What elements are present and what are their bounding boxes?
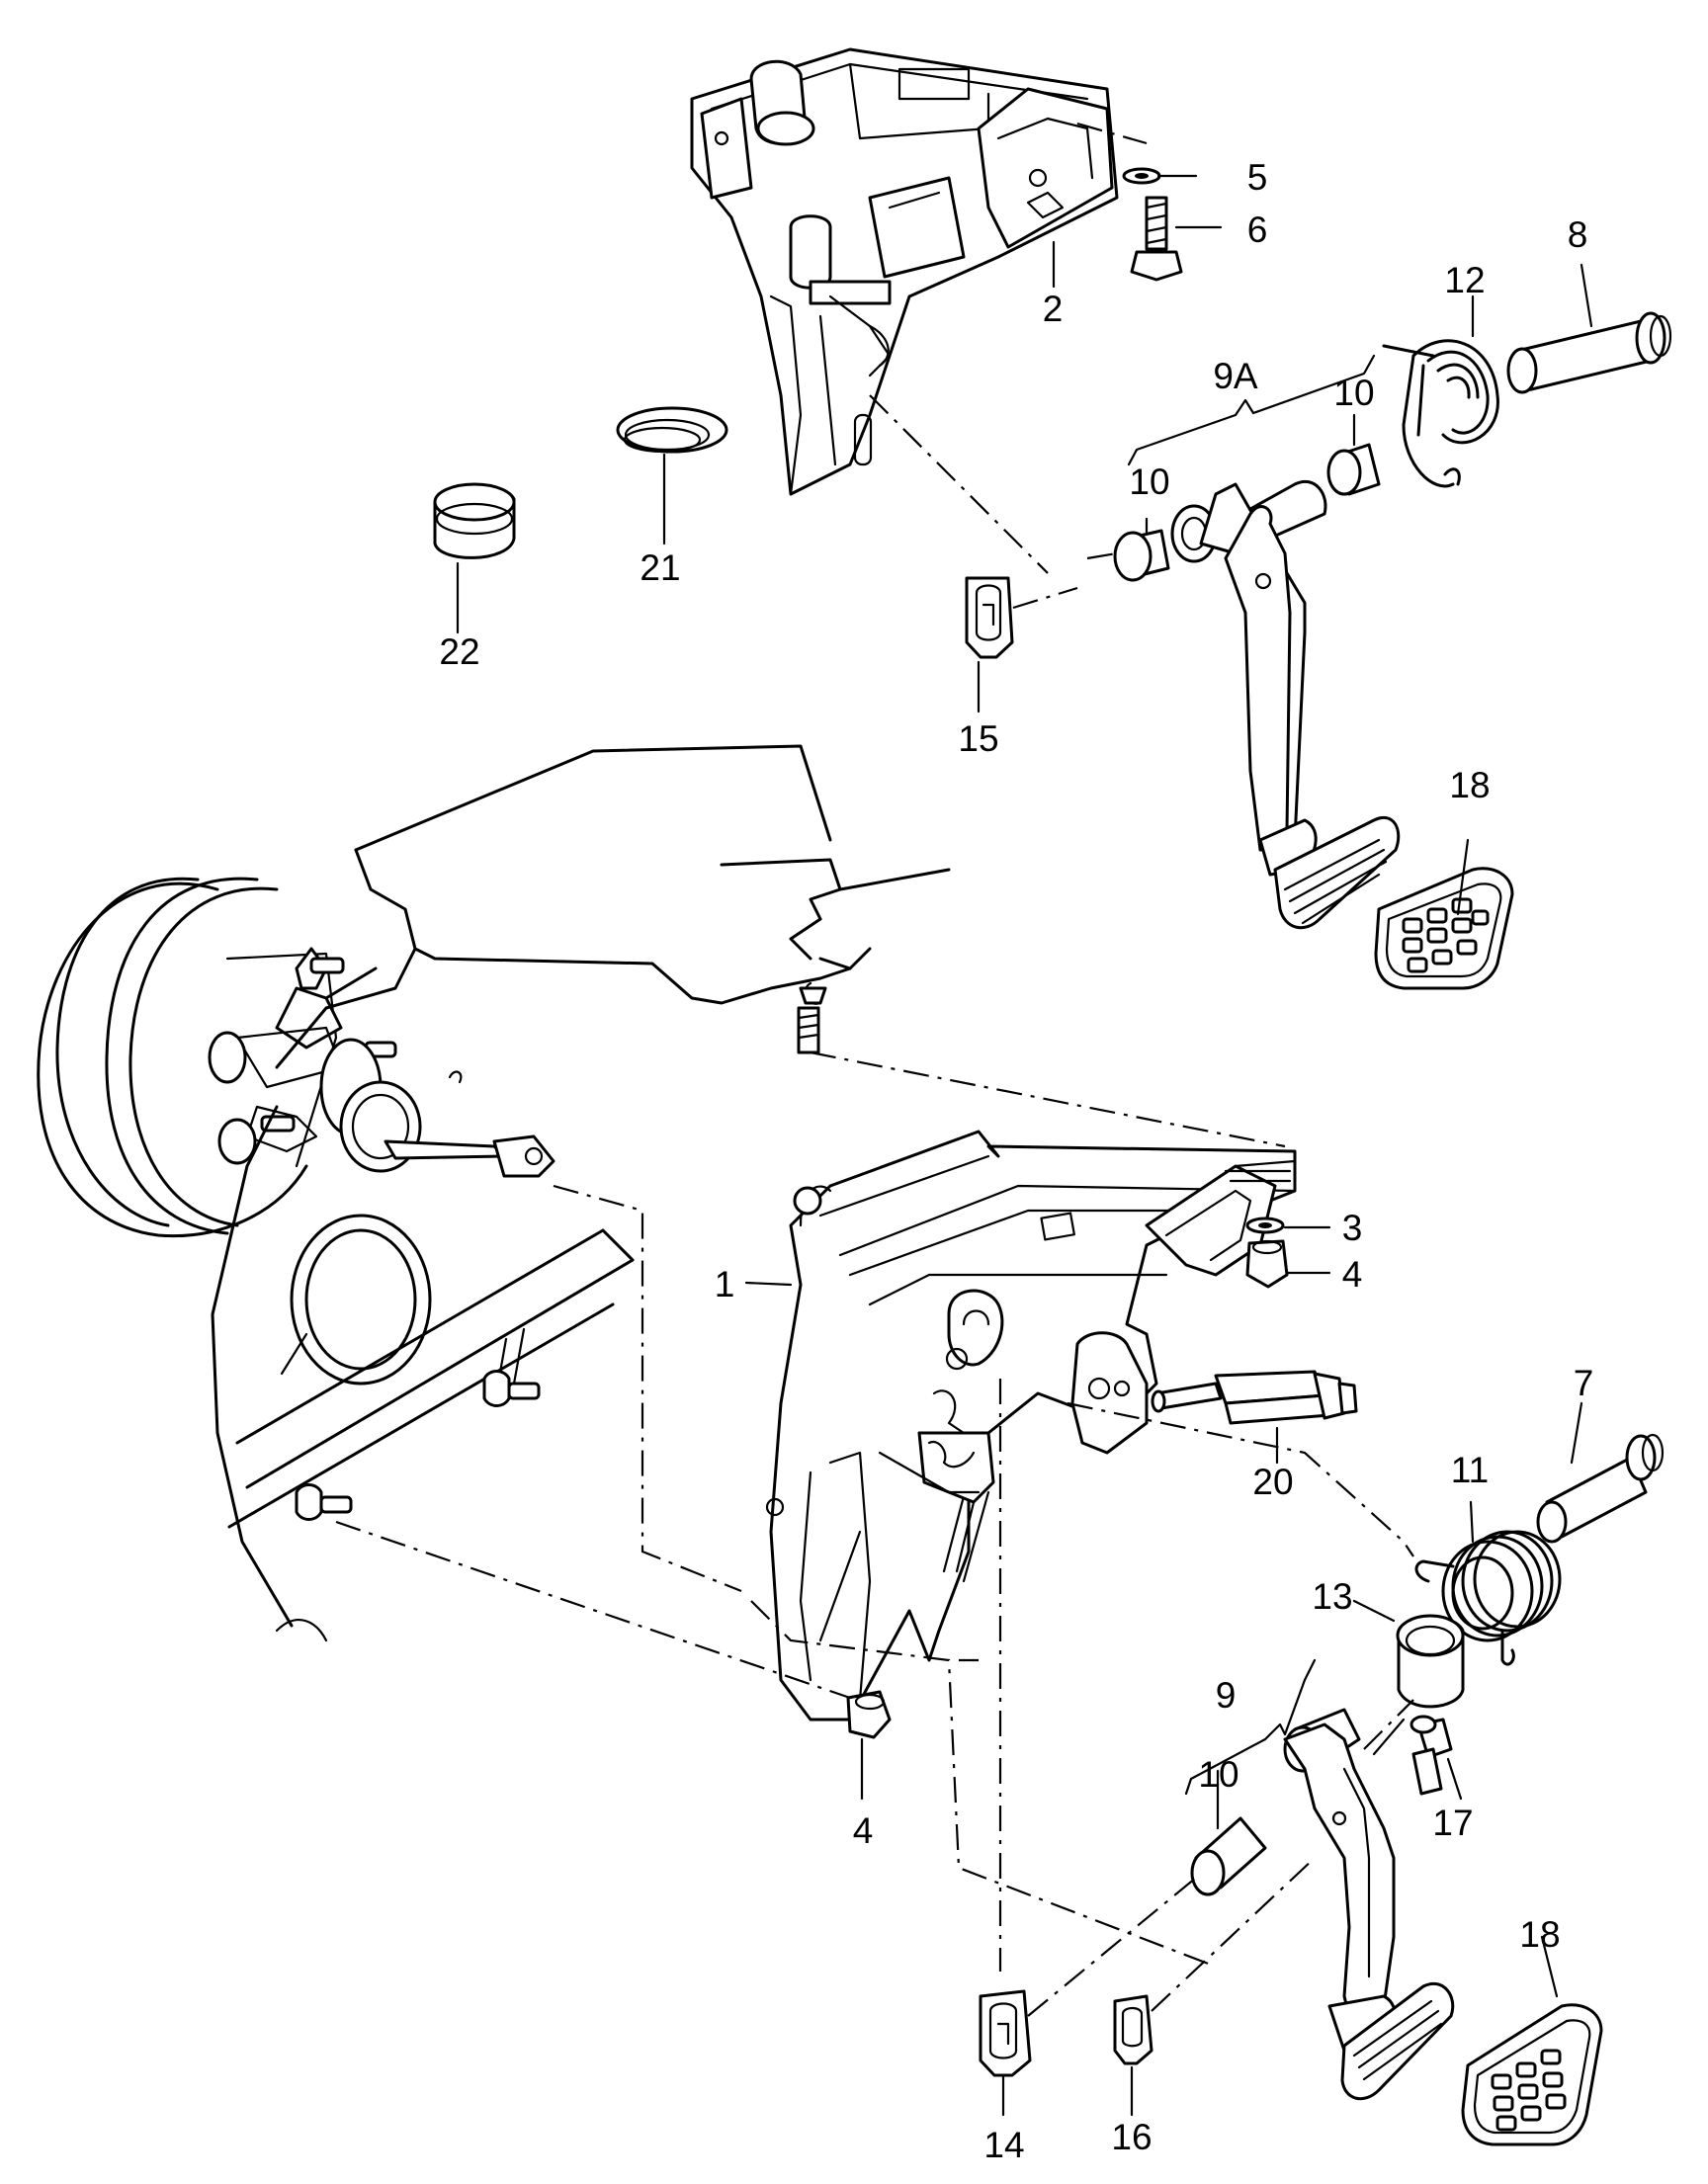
return-spring-12 bbox=[1382, 339, 1499, 488]
bushing-13 bbox=[1396, 1614, 1465, 1709]
label-3: 3 bbox=[1342, 1208, 1363, 1248]
leader-lines bbox=[456, 174, 1593, 2117]
bolt-17 bbox=[1409, 1715, 1453, 1796]
leader-7 bbox=[1372, 1718, 1406, 1756]
callout-labels: 1 2 3 4 4 5 6 7 8 9 9A 10 10 10 11 12 13… bbox=[439, 157, 1593, 2165]
label-9: 9 bbox=[1216, 1675, 1237, 1716]
label-12: 12 bbox=[1444, 260, 1485, 300]
leader-clip-15 bbox=[1012, 586, 1078, 610]
label-20: 20 bbox=[1252, 1462, 1293, 1502]
label-2: 2 bbox=[1043, 289, 1064, 329]
bracket-9A bbox=[1127, 354, 1376, 466]
upper-pedal-bracket bbox=[690, 47, 1119, 496]
clip-15 bbox=[965, 576, 1014, 659]
bushing-10-left bbox=[1113, 529, 1170, 582]
bolt-6 bbox=[1130, 196, 1183, 282]
bushing-10-lower bbox=[1190, 1816, 1267, 1896]
alignment-lines bbox=[335, 1050, 1414, 2017]
cap-21 bbox=[616, 406, 728, 454]
washer-3 bbox=[1245, 1217, 1285, 1234]
brake-booster bbox=[37, 877, 555, 1238]
bushing-10-upper bbox=[1326, 443, 1381, 496]
label-4: 4 bbox=[1342, 1254, 1363, 1295]
label-4: 4 bbox=[853, 1810, 874, 1851]
label-13: 13 bbox=[1312, 1576, 1352, 1617]
washer-5 bbox=[1122, 167, 1161, 185]
label-8: 8 bbox=[1568, 214, 1588, 255]
label-21: 21 bbox=[640, 547, 680, 588]
label-11: 11 bbox=[1451, 1450, 1489, 1490]
pedal-9A bbox=[1170, 479, 1401, 930]
label-10: 10 bbox=[1198, 1754, 1238, 1795]
bracket-9 bbox=[1184, 1658, 1317, 1796]
label-10: 10 bbox=[1129, 462, 1169, 502]
label-9A: 9A bbox=[1213, 356, 1258, 396]
return-spring-11 bbox=[1414, 1530, 1562, 1666]
label-15: 15 bbox=[958, 718, 998, 759]
label-6: 6 bbox=[1247, 210, 1268, 250]
cap-22 bbox=[433, 482, 516, 559]
leader-bushing-to-pedal bbox=[1086, 551, 1118, 560]
pedal-pad-18-lower bbox=[1461, 2003, 1603, 2146]
lower-pedal-bracket-1 bbox=[765, 1130, 1297, 1722]
label-22: 22 bbox=[439, 631, 479, 672]
pedal-9 bbox=[1283, 1708, 1455, 2101]
nut-4-upper bbox=[1245, 1239, 1289, 1289]
brake-light-switch-20 bbox=[1151, 1370, 1358, 1425]
leader-bracket-5 bbox=[1076, 122, 1148, 145]
pivot-pin-7 bbox=[1536, 1433, 1665, 1544]
bulkhead bbox=[211, 744, 951, 1642]
label-1: 1 bbox=[715, 1264, 735, 1304]
pedal-pad-18-upper bbox=[1374, 867, 1514, 990]
clip-14 bbox=[979, 1989, 1032, 2077]
label-16: 16 bbox=[1111, 2117, 1152, 2157]
clip-16 bbox=[1113, 1994, 1153, 2065]
label-14: 14 bbox=[983, 2125, 1024, 2165]
label-18: 18 bbox=[1519, 1914, 1560, 1955]
label-5: 5 bbox=[1247, 157, 1268, 198]
nut-4-lower bbox=[846, 1690, 892, 1739]
label-18: 18 bbox=[1449, 765, 1490, 805]
label-7: 7 bbox=[1574, 1363, 1594, 1403]
label-17: 17 bbox=[1432, 1803, 1473, 1843]
leader-bracket-to-bushing bbox=[869, 394, 1049, 574]
pivot-pin-8 bbox=[1506, 311, 1672, 394]
label-10: 10 bbox=[1333, 373, 1374, 413]
